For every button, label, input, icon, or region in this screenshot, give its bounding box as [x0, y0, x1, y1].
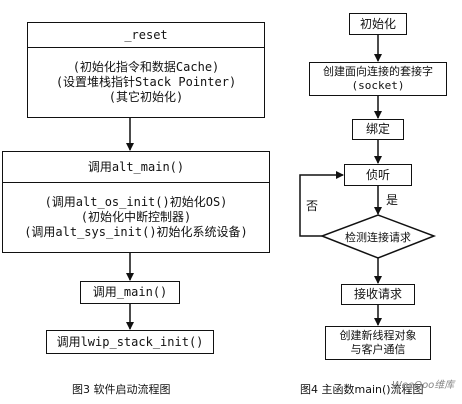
call-main-box: 调用_main() — [80, 281, 180, 304]
reset-line-cache: (初始化指令和数据Cache) — [72, 60, 220, 74]
receive-box: 接收请求 — [341, 284, 415, 305]
bind-box: 绑定 — [352, 119, 404, 140]
alt-main-line-irq: (初始化中断控制器) — [80, 210, 192, 224]
create-thread-box: 创建新线程对象 与客户通信 — [325, 326, 431, 360]
receive-label: 接收请求 — [353, 287, 402, 301]
listen-label: 侦听 — [365, 167, 390, 182]
create-thread-line1: 创建新线程对象 — [339, 329, 417, 342]
alt-main-box: 调用alt_main() (调用alt_os_init()初始化OS) (初始化… — [2, 151, 270, 253]
no-label: 否 — [306, 199, 319, 213]
reset-line-stack: (设置堆栈指针Stack Pointer) — [55, 75, 237, 89]
figure3-caption: 图3 软件启动流程图 — [72, 383, 171, 396]
create-socket-line2: (socket) — [351, 79, 405, 92]
reset-title: _reset — [124, 27, 168, 42]
arrow-no-loop — [299, 171, 344, 237]
detect-label: 检测连接请求 — [345, 231, 411, 244]
yes-label: 是 — [386, 193, 399, 207]
create-socket-box: 创建面向连接的套接字 (socket) — [309, 62, 447, 96]
reset-line-other: (其它初始化) — [108, 90, 184, 104]
call-lwip-label: 调用lwip_stack_init() — [56, 334, 204, 349]
watermark: WeeQoo维库 — [392, 380, 455, 391]
reset-box: _reset (初始化指令和数据Cache) (设置堆栈指针Stack Poin… — [27, 22, 265, 118]
alt-main-line-sys: (调用alt_sys_init()初始化系统设备) — [24, 225, 248, 239]
create-socket-line1: 创建面向连接的套接字 — [323, 65, 433, 78]
init-label: 初始化 — [359, 16, 396, 31]
listen-box: 侦听 — [344, 164, 412, 186]
alt-main-line-os: (调用alt_os_init()初始化OS) — [44, 195, 228, 209]
figure4-caption: 图4 主函数main()流程图 — [300, 383, 424, 396]
call-lwip-box: 调用lwip_stack_init() — [46, 330, 214, 354]
init-box: 初始化 — [349, 13, 407, 35]
call-main-label: 调用_main() — [92, 285, 168, 299]
alt-main-title: 调用alt_main() — [87, 159, 185, 174]
bind-label: 绑定 — [365, 122, 390, 136]
create-thread-line2: 与客户通信 — [350, 343, 406, 356]
